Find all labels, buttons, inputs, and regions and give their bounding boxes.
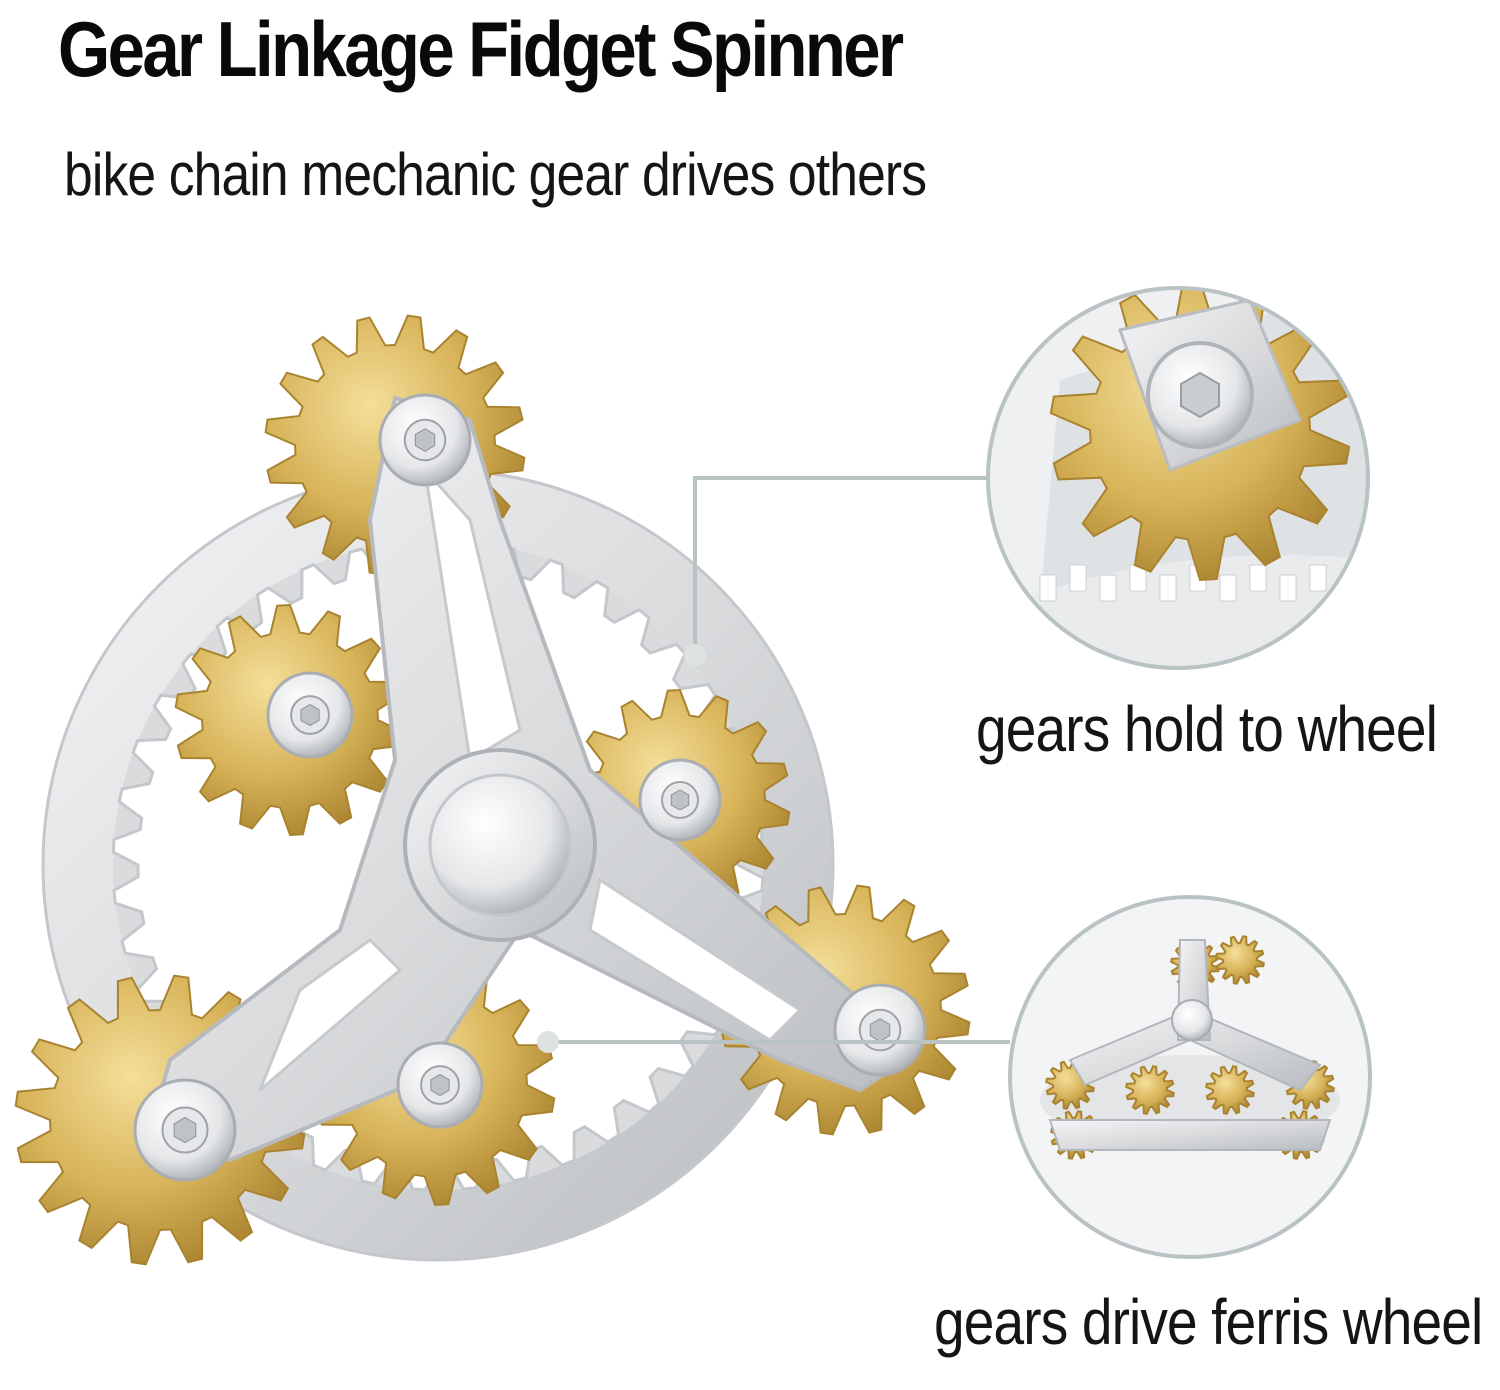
- hex-screw-5: [833, 983, 927, 1077]
- hex-screw-4: [396, 1041, 484, 1129]
- detail-circle-gear-hold: [986, 286, 1386, 670]
- page-subtitle: bike chain mechanic gear drives others: [64, 141, 927, 208]
- screw-caps: [133, 393, 927, 1182]
- page-title: Gear Linkage Fidget Spinner: [58, 5, 904, 93]
- detail-ring-tooth: [1099, 574, 1117, 602]
- hex-screw-1: [378, 393, 472, 487]
- mini-gear-8: [1215, 935, 1265, 985]
- detail-ring-tooth: [1370, 565, 1386, 591]
- mini-gear-3: [1205, 1065, 1255, 1115]
- detail-ring-tooth: [1039, 574, 1057, 602]
- callout-label-ferris-wheel: gears drive ferris wheel: [934, 1286, 1483, 1358]
- detail-circle-ferris-wheel: [1008, 895, 1372, 1259]
- detail-ring-tooth: [1069, 564, 1087, 592]
- detail-ring-tooth: [1249, 564, 1267, 592]
- callout-label-gear-hold: gears hold to wheel: [976, 693, 1438, 765]
- detail-ring-tooth: [1159, 574, 1177, 602]
- hex-screw-6: [133, 1078, 237, 1182]
- hex-screw-3: [638, 758, 722, 842]
- center-hub: [403, 748, 597, 942]
- detail-ring-tooth: [1339, 574, 1357, 602]
- mini-gear-2: [1125, 1065, 1175, 1115]
- hex-screw-2: [266, 671, 354, 759]
- detail-ring-tooth: [1219, 574, 1237, 602]
- detail-ring-tooth: [1279, 574, 1297, 602]
- detail-ring-tooth: [1309, 564, 1327, 592]
- leader-lines: [537, 476, 1010, 1053]
